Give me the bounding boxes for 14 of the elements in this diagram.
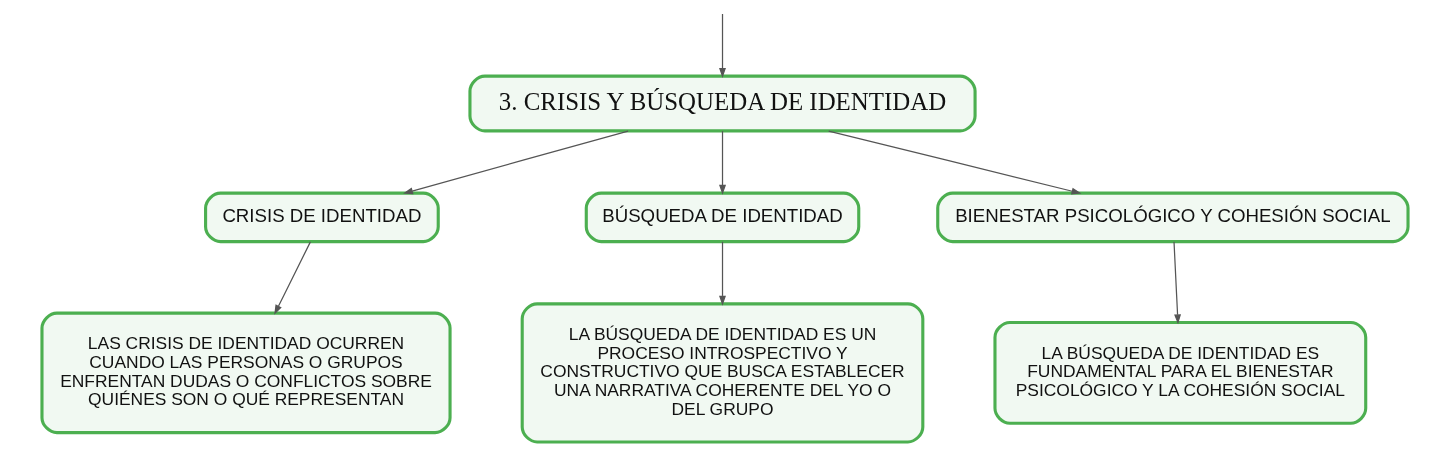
- node-box: LAS CRISIS DE IDENTIDAD OCURREN CUANDO LAS PERSONAS O GRUPOS ENFRENTAN DUDAS O CONFLICTOS SOBRE QUIÉNES SON O QUÉ REPRESENTAN: [39, 311, 452, 435]
- node-box: BÚSQUEDA DE IDENTIDAD: [584, 191, 860, 244]
- arrow: [718, 13, 726, 78]
- node-box: BIENESTAR PSICOLÓGICO Y COHESIÓN SOCIAL: [935, 191, 1410, 244]
- node-box: LA BÚSQUEDA DE IDENTIDAD ES FUNDAMENTAL PARA EL BIENESTAR PSICOLÓGICO Y LA COHESIÓN SOCIAL: [992, 320, 1367, 425]
- node-box: LA BÚSQUEDA DE IDENTIDAD ES UN PROCESO INTROSPECTIVO Y CONSTRUCTIVO QUE BUSCA ESTABLECER UNA NARRATIVA COHERENTE DEL YO O DEL GRUPO: [520, 302, 924, 444]
- arrow: [273, 241, 311, 315]
- arrow: [827, 130, 1081, 195]
- arrow: [718, 130, 726, 195]
- node-box: 3. CRISIS Y BÚSQUEDA DE IDENTIDAD: [467, 74, 977, 133]
- arrow: [402, 130, 629, 195]
- arrow: [1172, 241, 1181, 325]
- arrow: [718, 241, 726, 306]
- node-box: CRISIS DE IDENTIDAD: [203, 191, 440, 244]
